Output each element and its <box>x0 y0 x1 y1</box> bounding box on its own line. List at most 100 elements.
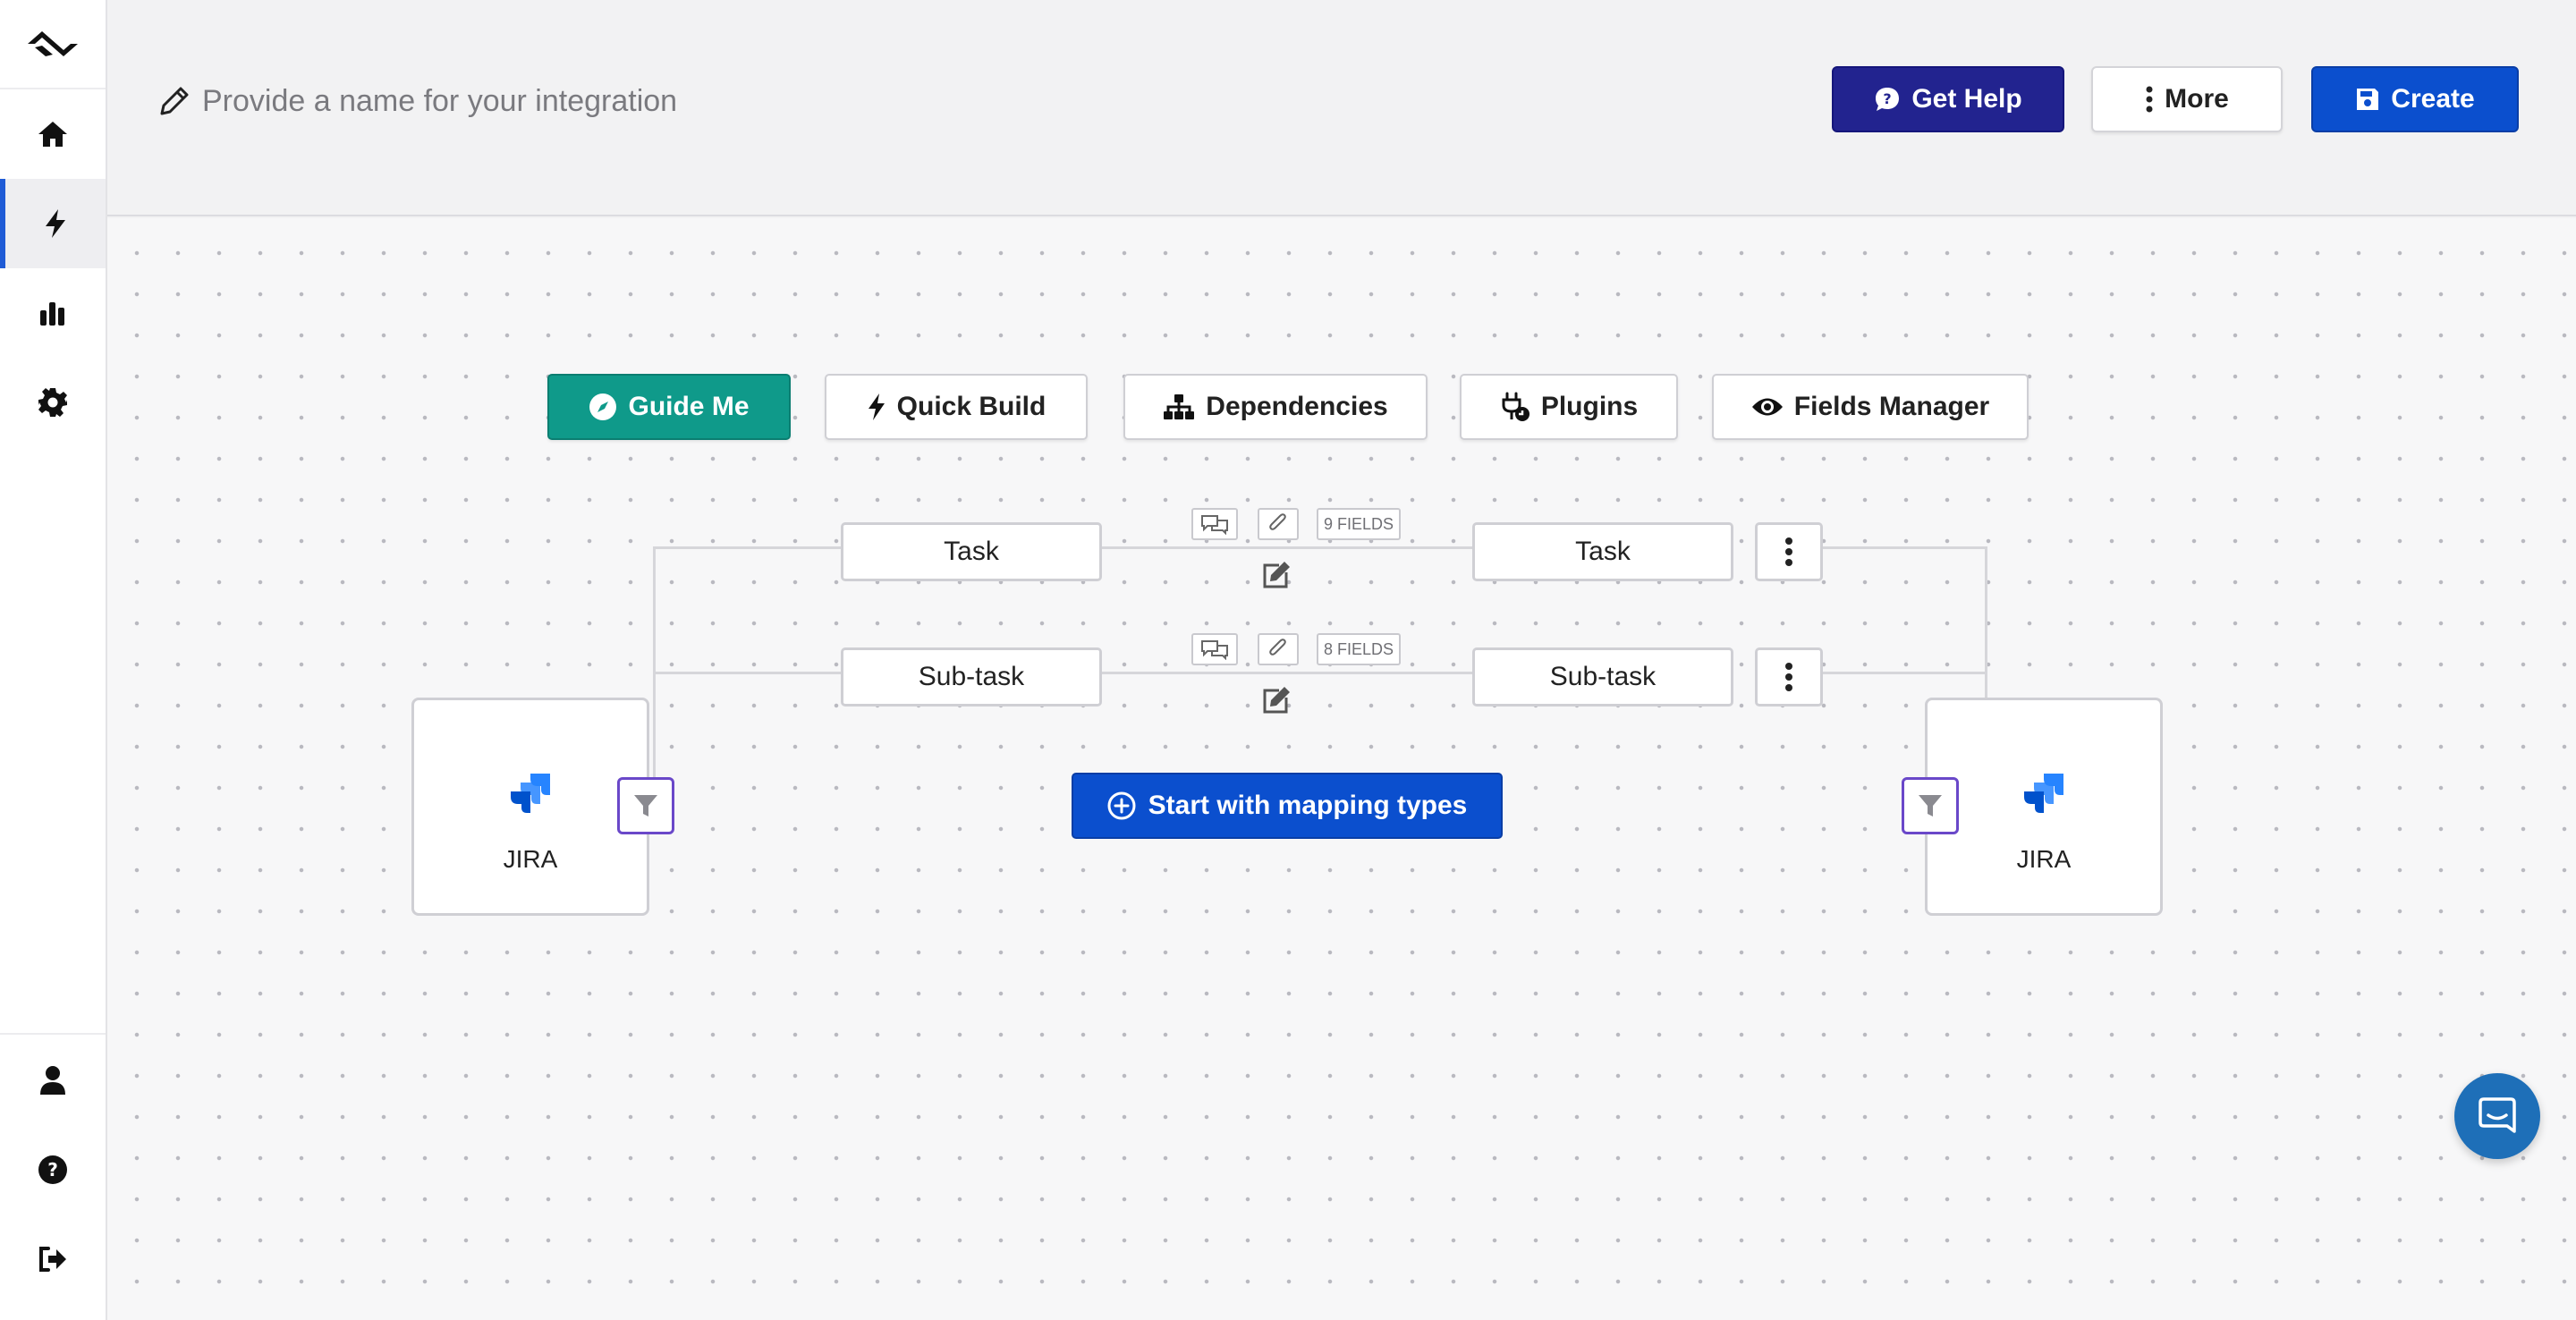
svg-text:?: ? <box>47 1159 58 1180</box>
connector-line <box>1102 672 1581 674</box>
sidebar-item-analytics[interactable] <box>0 268 106 358</box>
sign-out-icon <box>39 1247 66 1272</box>
fields-badge-label: 9 FIELDS <box>1323 514 1394 533</box>
save-icon <box>2357 89 2379 110</box>
connector-line <box>1821 672 1987 674</box>
connector-line <box>1821 546 1987 549</box>
integration-name-input[interactable] <box>202 83 775 119</box>
vertical-dots-icon <box>2146 86 2153 113</box>
fields-manager-button[interactable]: Fields Manager <box>1712 374 2029 440</box>
left-filter-button[interactable] <box>617 777 674 834</box>
mapping-options-button[interactable] <box>1755 647 1823 707</box>
sidebar-item-logout[interactable] <box>0 1214 106 1304</box>
dependencies-button[interactable]: Dependencies <box>1123 374 1428 440</box>
right-type-label: Sub-task <box>1549 662 1657 691</box>
jira-logo <box>1928 772 2160 815</box>
left-type-label: Sub-task <box>918 662 1025 691</box>
plus-circle-icon <box>1107 791 1136 820</box>
bar-chart-icon <box>40 302 64 326</box>
gear-icon <box>38 388 67 417</box>
chat-icon <box>2479 1097 2516 1133</box>
quick-build-label: Quick Build <box>896 392 1046 421</box>
plugins-button[interactable]: Plugins <box>1460 374 1678 440</box>
integration-canvas[interactable]: Guide Me Quick Build Dependencies Plugin… <box>107 218 2576 1320</box>
chat-question-icon: ? <box>1876 88 1900 111</box>
home-icon <box>38 122 67 147</box>
fields-badge[interactable]: 8 FIELDS <box>1317 633 1401 665</box>
guide-me-button[interactable]: Guide Me <box>547 374 791 440</box>
header: ? Get Help More Create <box>107 0 2576 216</box>
edit-icon[interactable] <box>1261 685 1292 715</box>
vertical-dots-icon <box>1785 663 1792 691</box>
start-mapping-types-button[interactable]: Start with mapping types <box>1072 773 1503 839</box>
paperclip-icon <box>1269 513 1286 530</box>
connector-line <box>653 546 950 549</box>
bolt-icon <box>46 209 65 238</box>
guide-me-label: Guide Me <box>628 392 750 421</box>
node-label: JIRA <box>503 845 558 873</box>
eye-icon <box>1751 398 1783 416</box>
plug-icon <box>1502 392 1530 421</box>
vertical-dots-icon <box>1785 537 1792 566</box>
fields-badge-label: 8 FIELDS <box>1323 639 1394 658</box>
integration-name-field <box>159 79 785 123</box>
create-button[interactable]: Create <box>2311 66 2519 132</box>
left-type-task[interactable]: Task <box>841 522 1102 581</box>
comments-icon <box>1201 640 1228 660</box>
sidebar-divider <box>0 1033 106 1035</box>
plugins-label: Plugins <box>1540 392 1639 421</box>
chat-launcher-button[interactable] <box>2454 1073 2540 1159</box>
sidebar-item-settings[interactable] <box>0 358 106 447</box>
comments-icon <box>1201 515 1228 535</box>
right-type-sub-task[interactable]: Sub-task <box>1472 647 1733 707</box>
get-help-button[interactable]: ? Get Help <box>1832 66 2064 132</box>
fields-manager-label: Fields Manager <box>1793 392 1990 421</box>
right-type-task[interactable]: Task <box>1472 522 1733 581</box>
sidebar-item-home[interactable] <box>0 89 106 179</box>
user-icon <box>40 1066 65 1095</box>
sidebar-item-integrations[interactable] <box>0 179 106 268</box>
left-type-label: Task <box>944 537 999 566</box>
brand-logo[interactable] <box>0 0 106 89</box>
mapping-options-button[interactable] <box>1755 522 1823 581</box>
bolt-icon <box>868 393 885 420</box>
attachments-toggle[interactable] <box>1258 633 1299 665</box>
comments-toggle[interactable] <box>1191 508 1238 540</box>
right-type-label: Task <box>1575 537 1631 566</box>
jira-icon <box>511 774 550 813</box>
filter-icon <box>634 795 657 817</box>
dependencies-label: Dependencies <box>1206 392 1388 421</box>
question-circle-icon: ? <box>38 1155 67 1184</box>
jira-logo <box>414 772 647 815</box>
connector-line <box>1102 546 1581 549</box>
jira-icon <box>2024 774 2063 813</box>
connector-line <box>653 672 950 674</box>
node-label: JIRA <box>2016 845 2072 873</box>
compass-icon <box>589 393 617 420</box>
sitemap-icon <box>1164 394 1195 419</box>
attachments-toggle[interactable] <box>1258 508 1299 540</box>
fields-badge[interactable]: 9 FIELDS <box>1317 508 1401 540</box>
sidebar-item-help[interactable]: ? <box>0 1125 106 1214</box>
brand-logo-icon <box>28 31 78 56</box>
start-mapping-label: Start with mapping types <box>1148 791 1468 820</box>
paperclip-icon <box>1269 639 1286 656</box>
more-label: More <box>2165 84 2229 114</box>
right-jira-node[interactable]: JIRA <box>1925 698 2163 916</box>
svg-text:?: ? <box>1884 90 1892 107</box>
sidebar-item-profile[interactable] <box>0 1036 106 1125</box>
connector-line <box>653 547 656 807</box>
get-help-label: Get Help <box>1911 84 2022 114</box>
quick-build-button[interactable]: Quick Build <box>825 374 1088 440</box>
comments-toggle[interactable] <box>1191 633 1238 665</box>
right-filter-button[interactable] <box>1902 777 1959 834</box>
connector-line <box>1985 547 1987 807</box>
pencil-icon <box>160 87 189 115</box>
create-label: Create <box>2391 84 2475 114</box>
filter-icon <box>1919 795 1942 817</box>
sidebar: ? <box>0 0 107 1320</box>
edit-icon[interactable] <box>1261 560 1292 590</box>
left-type-sub-task[interactable]: Sub-task <box>841 647 1102 707</box>
left-jira-node[interactable]: JIRA <box>411 698 649 916</box>
more-button[interactable]: More <box>2091 66 2283 132</box>
